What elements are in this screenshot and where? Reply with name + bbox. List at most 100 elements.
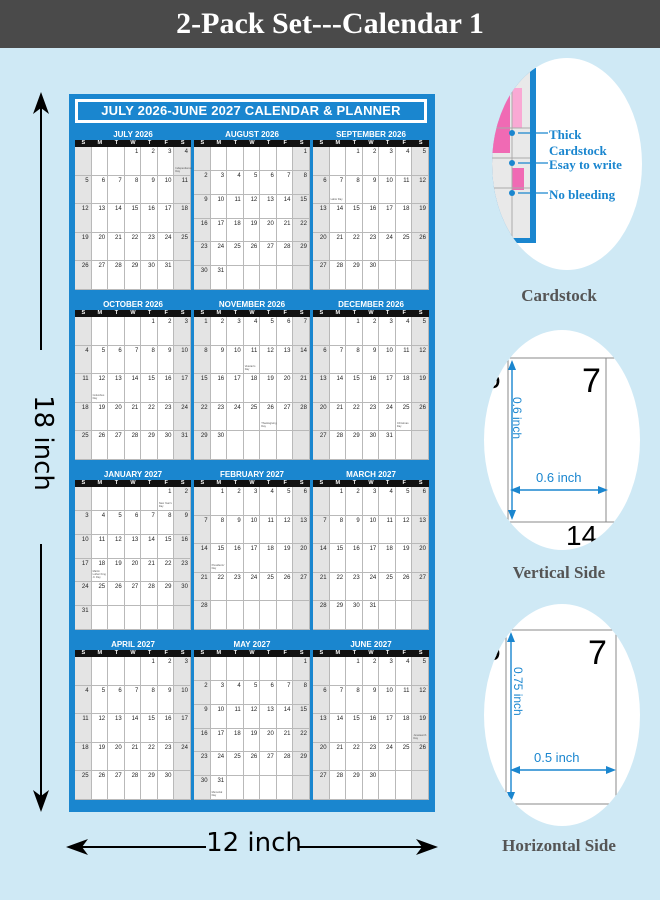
day-cell[interactable]: 26	[243, 242, 261, 267]
day-cell[interactable]: 9	[362, 175, 380, 205]
day-cell[interactable]: 7	[276, 680, 294, 705]
day-cell[interactable]: 17	[210, 218, 228, 243]
day-cell[interactable]: 10	[210, 194, 228, 219]
day-cell[interactable]: 16	[362, 204, 380, 233]
day-cell[interactable]: 9	[141, 175, 158, 205]
day-cell[interactable]: 4	[227, 170, 244, 195]
day-cell[interactable]: 2	[210, 317, 228, 346]
day-cell[interactable]: 3	[174, 657, 191, 686]
day-cell[interactable]: 20	[260, 728, 277, 753]
day-cell[interactable]: 7	[329, 685, 347, 715]
day-cell[interactable]	[91, 147, 109, 176]
day-cell[interactable]	[395, 771, 413, 800]
day-cell[interactable]: 9	[194, 194, 211, 219]
day-cell[interactable]: 11	[260, 515, 277, 545]
day-cell[interactable]: 27	[313, 431, 330, 460]
day-cell[interactable]	[174, 606, 191, 630]
day-cell[interactable]: 29	[346, 431, 363, 460]
day-cell[interactable]: 16	[157, 714, 175, 743]
day-cell[interactable]	[227, 266, 244, 290]
day-cell[interactable]: 30	[194, 266, 211, 290]
day-cell[interactable]: 25	[243, 402, 261, 432]
day-cell[interactable]: 30	[362, 431, 380, 460]
day-cell[interactable]: 6	[276, 317, 294, 346]
day-cell[interactable]: 19	[91, 402, 109, 432]
day-cell[interactable]: 9	[227, 515, 244, 545]
day-cell[interactable]: 30	[141, 261, 158, 290]
day-cell[interactable]	[75, 487, 92, 511]
day-cell[interactable]	[276, 147, 294, 171]
day-cell[interactable]	[108, 317, 125, 346]
day-cell[interactable]: 3	[210, 170, 228, 195]
day-cell[interactable]: 30	[346, 601, 363, 630]
day-cell[interactable]: 24	[210, 242, 228, 267]
day-cell[interactable]: 13	[293, 515, 310, 545]
day-cell[interactable]: 2	[157, 657, 175, 686]
day-cell[interactable]: 12	[395, 515, 413, 545]
day-cell[interactable]: 26	[243, 752, 261, 777]
day-cell[interactable]: 22	[210, 572, 228, 602]
day-cell[interactable]	[91, 317, 109, 346]
day-cell[interactable]: 14	[293, 345, 310, 375]
day-cell[interactable]: 29	[346, 261, 363, 290]
day-cell[interactable]: 21	[141, 558, 158, 583]
day-cell[interactable]: 14	[329, 714, 347, 743]
day-cell[interactable]	[395, 261, 413, 290]
day-cell[interactable]	[124, 606, 142, 630]
day-cell[interactable]: 4	[395, 147, 413, 176]
day-cell[interactable]: 24	[243, 572, 261, 602]
day-cell[interactable]: 28	[329, 771, 347, 800]
day-cell[interactable]: 4	[227, 680, 244, 705]
day-cell[interactable]: 4	[75, 685, 92, 715]
day-cell[interactable]	[313, 147, 330, 176]
day-cell[interactable]: 14	[276, 194, 294, 219]
day-cell[interactable]: 21	[293, 374, 310, 403]
day-cell[interactable]: 17	[157, 204, 175, 233]
day-cell[interactable]: 25	[379, 572, 396, 602]
day-cell[interactable]: 31	[174, 431, 191, 460]
day-cell[interactable]: 11	[174, 175, 191, 205]
day-cell[interactable]: 15	[293, 194, 310, 219]
day-cell[interactable]	[293, 431, 310, 460]
day-cell[interactable]: 6	[260, 680, 277, 705]
day-cell[interactable]: 24	[379, 232, 396, 262]
day-cell[interactable]: 24	[174, 402, 191, 432]
day-cell[interactable]	[379, 601, 396, 630]
day-cell[interactable]: 29	[346, 771, 363, 800]
day-cell[interactable]: 25	[395, 232, 413, 262]
day-cell[interactable]: 9	[174, 510, 191, 535]
day-cell[interactable]: 12	[260, 345, 277, 375]
day-cell[interactable]: 23	[157, 402, 175, 432]
day-cell[interactable]	[141, 606, 158, 630]
day-cell[interactable]	[276, 266, 294, 290]
day-cell[interactable]: 15	[141, 714, 158, 743]
day-cell[interactable]: 28	[329, 261, 347, 290]
day-cell[interactable]: 25	[75, 431, 92, 460]
day-cell[interactable]	[124, 657, 142, 686]
day-cell[interactable]: 10	[174, 345, 191, 375]
day-cell[interactable]: 13	[124, 534, 142, 559]
day-cell[interactable]: 10	[379, 345, 396, 375]
day-cell[interactable]: 21	[276, 218, 294, 243]
day-cell[interactable]: 14	[194, 544, 211, 573]
day-cell[interactable]: 5	[395, 487, 413, 516]
day-cell[interactable]: 18	[75, 402, 92, 432]
day-cell[interactable]	[412, 431, 429, 460]
day-cell[interactable]: 11	[75, 374, 92, 403]
day-cell[interactable]	[329, 317, 347, 346]
day-cell[interactable]: 13	[412, 515, 429, 545]
day-cell[interactable]: 8	[346, 175, 363, 205]
day-cell[interactable]: 16	[227, 544, 244, 573]
day-cell[interactable]: 14	[329, 204, 347, 233]
day-cell[interactable]: 4	[395, 317, 413, 346]
day-cell[interactable]: 15	[293, 704, 310, 729]
day-cell[interactable]: 2	[194, 170, 211, 195]
day-cell[interactable]: 20	[260, 218, 277, 243]
day-cell[interactable]: 6	[108, 685, 125, 715]
day-cell[interactable]: 21	[329, 402, 347, 432]
day-cell[interactable]: 24	[379, 402, 396, 432]
day-cell[interactable]	[108, 657, 125, 686]
